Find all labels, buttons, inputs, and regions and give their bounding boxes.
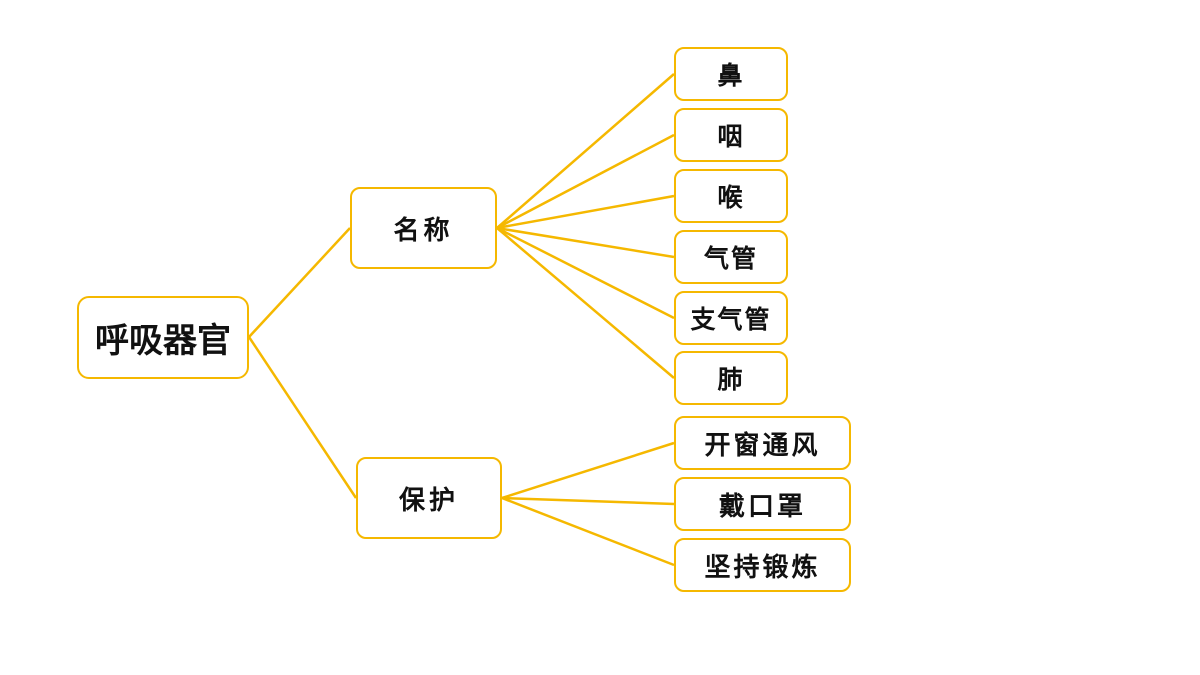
connector-root-to-protection (247, 336, 358, 499)
branch-node-protection: 保护 (356, 457, 502, 539)
branch-node-names: 名称 (350, 187, 497, 269)
connector-protection-to-ventilation (501, 441, 675, 500)
connector-root-to-names (248, 227, 351, 338)
connector-names-to-nose (496, 73, 675, 229)
root-node: 呼吸器官 (77, 296, 249, 379)
connector-protection-to-exercise (501, 496, 675, 567)
leaf-node-nose: 鼻 (674, 47, 788, 101)
connector-names-to-larynx (496, 194, 675, 230)
connector-names-to-pharynx (496, 133, 675, 230)
leaf-node-mask: 戴口罩 (674, 477, 851, 531)
leaf-node-exercise: 坚持锻炼 (674, 538, 851, 592)
connector-names-to-bronchus (496, 226, 675, 320)
leaf-node-larynx: 喉 (674, 169, 788, 223)
connector-names-to-trachea (496, 226, 675, 259)
leaf-node-ventilation: 开窗通风 (674, 416, 851, 470)
leaf-node-trachea: 气管 (674, 230, 788, 284)
connector-protection-to-mask (501, 496, 675, 506)
leaf-node-lung: 肺 (674, 351, 788, 405)
connector-names-to-lung (496, 227, 675, 379)
leaf-node-pharynx: 咽 (674, 108, 788, 162)
leaf-node-bronchus: 支气管 (674, 291, 788, 345)
